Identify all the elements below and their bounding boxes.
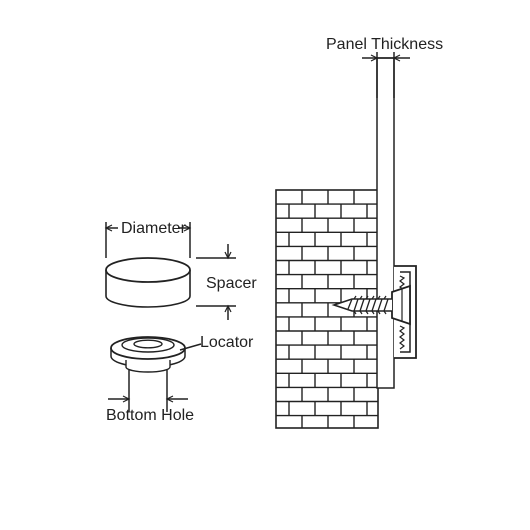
glass-panel: [376, 57, 395, 389]
spacer-height-dimension: [196, 244, 236, 320]
spacer-label: Spacer: [206, 275, 257, 292]
panel-thickness-label: Panel Thickness: [326, 36, 443, 53]
panel-thickness-dimension: [362, 52, 410, 98]
bottom-hole-label: Bottom Hole: [106, 407, 194, 424]
locator-leader: [179, 343, 202, 351]
diameter-label: Diameter: [121, 220, 187, 237]
locator-label: Locator: [200, 334, 254, 351]
spacer-cap: [105, 257, 191, 308]
locator-ring: [110, 336, 186, 373]
diameter-dimension: [104, 222, 192, 258]
bottom-hole-dimension: [108, 370, 188, 412]
mounting-screw: [331, 284, 411, 326]
